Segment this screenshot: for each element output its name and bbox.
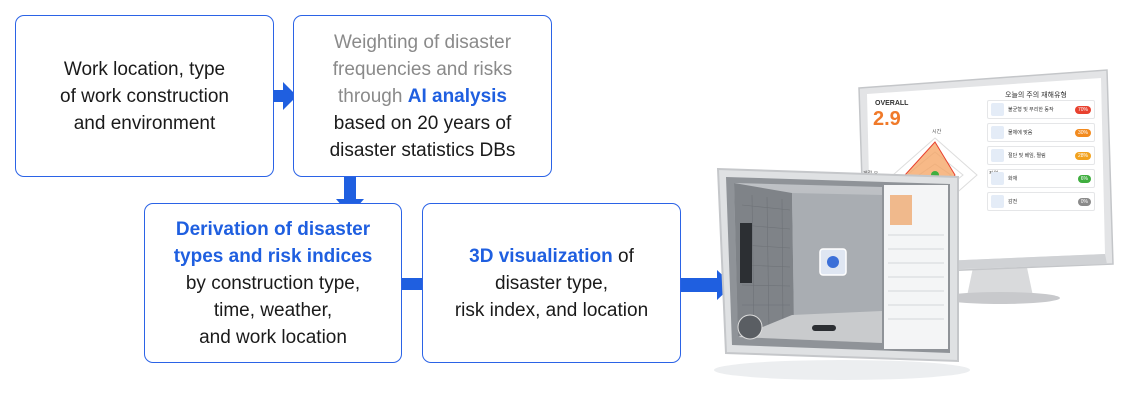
panel-item: 화재 6% (987, 169, 1095, 188)
panel-item-label: 물체에 맞음 (1008, 130, 1033, 136)
monitor-overall-value: 2.9 (873, 108, 901, 130)
monitor-panel-list: 불균형 및 무리한 동작 70% 물체에 맞음 30% 절단 및 베임, 찔림 … (987, 100, 1095, 215)
hazard-icon (991, 149, 1004, 162)
box2-line4: based on 20 years of (333, 112, 512, 134)
box3-line2: types and risk indices (173, 245, 373, 267)
fire-icon (991, 172, 1004, 185)
panel-item-label: 불균형 및 무리한 동작 (1008, 107, 1054, 113)
arrow-right-1 (273, 82, 297, 110)
panel-item-badge: 6% (1077, 174, 1091, 183)
radar-label-time: 시간 (932, 129, 942, 135)
electric-shock-icon (991, 195, 1004, 208)
panel-item-badge: 28% (1074, 151, 1091, 160)
panel-item: 물체에 맞음 30% (987, 123, 1095, 142)
panel-item: 절단 및 베임, 찔림 28% (987, 146, 1095, 165)
box-3d-visualization: 3D visualization of disaster type, risk … (422, 203, 681, 363)
box4-line1: 3D visualization of (469, 243, 634, 270)
panel-item: 불균형 및 무리한 동작 70% (987, 100, 1095, 119)
panel-item: 감전 0% (987, 192, 1095, 211)
box-weighting: Weighting of disaster frequencies and ri… (293, 15, 552, 177)
box2-line3-prefix: through (337, 85, 408, 107)
hazard-icon (991, 126, 1004, 139)
box3-line1: Derivation of disaster (175, 218, 371, 240)
3d-visualization-highlight: 3D visualization (469, 245, 613, 267)
panel-item-label: 감전 (1008, 199, 1018, 205)
box3-line4: time, weather, (213, 299, 333, 321)
monitor-overall-label: OVERALL (875, 100, 909, 107)
box3-line5: and work location (199, 326, 347, 348)
box3-line3: by construction type, (185, 272, 361, 294)
box4-line3: risk index, and location (454, 299, 649, 321)
box4-line1-suffix: of (612, 245, 634, 267)
box2-line5: disaster statistics DBs (329, 139, 516, 161)
tablet-illustration (714, 167, 970, 380)
box2-line2: frequencies and risks (332, 58, 513, 80)
monitor-panel-title: 오늘의 주의 재해유형 (1005, 92, 1067, 99)
box1-line2: of work construction (60, 85, 229, 107)
box2-line1: Weighting of disaster (333, 31, 512, 53)
panel-item-label: 절단 및 베임, 찔림 (1008, 153, 1046, 159)
hazard-icon (991, 103, 1004, 116)
panel-item-badge: 30% (1074, 128, 1091, 137)
panel-item-badge: 0% (1077, 197, 1091, 206)
box-work-location: Work location, type of work construction… (15, 15, 274, 177)
box1-line3: and environment (73, 112, 216, 134)
panel-item-label: 화재 (1008, 176, 1018, 182)
panel-item-badge: 70% (1074, 105, 1091, 114)
arrow-right-3 (681, 270, 733, 300)
ai-analysis-highlight: AI analysis (407, 85, 507, 107)
box4-line2: disaster type, (495, 272, 608, 294)
box-derivation: Derivation of disaster types and risk in… (144, 203, 402, 363)
box1-line1: Work location, type (63, 58, 226, 80)
box2-line3: through AI analysis (338, 83, 507, 110)
